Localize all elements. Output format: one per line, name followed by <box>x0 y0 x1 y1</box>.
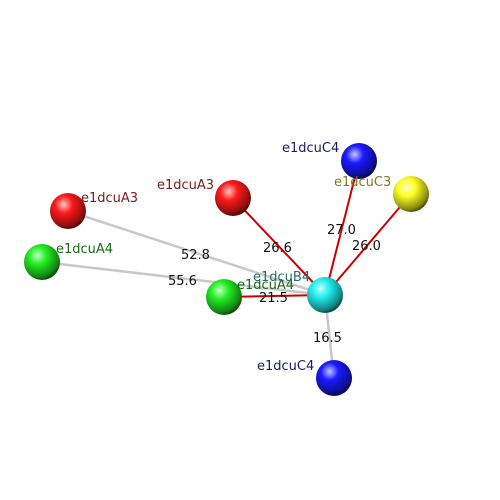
atom-label-a_yellow: e1dcuC3 <box>334 175 391 190</box>
bond-a_red_left-a_cyan <box>67 209 326 297</box>
atom-sphere-a_red_mid[interactable] <box>215 180 251 216</box>
atom-label-a_red_mid: e1dcuA3 <box>157 178 214 193</box>
distance-label-a_blue_top: 27.0 <box>327 223 356 238</box>
atom-sphere-a_green_left[interactable] <box>24 244 60 280</box>
distance-label-a_blue_bot: 16.5 <box>313 331 342 346</box>
labels-layer: e1dcuA3 e1dcuA3 e1dcuA4 e1dcuA4 e1dcuC4 e1dcu… <box>56 141 391 374</box>
bond-a_yellow-a_cyan <box>324 193 412 296</box>
bond-a_blue_top-a_cyan <box>324 160 360 296</box>
atoms-layer <box>24 143 429 396</box>
atom-sphere-a_yellow[interactable] <box>393 176 429 212</box>
atom-sphere-a_blue_top[interactable] <box>341 143 377 179</box>
atom-sphere-a_green_mid[interactable] <box>206 279 242 315</box>
distance-label-a_red_left: 52.8 <box>181 248 210 263</box>
atom-label-a_blue_top: e1dcuC4 <box>282 141 339 156</box>
distance-label-a_red_mid: 26.6 <box>263 241 292 256</box>
atom-label-a_cyan: e1dcuB4 <box>253 270 310 285</box>
bonds-layer <box>41 160 412 379</box>
atom-label-a_red_left: e1dcuA3 <box>81 191 138 206</box>
atom-label-a_green_left: e1dcuA4 <box>56 242 113 257</box>
atom-sphere-a_cyan[interactable] <box>307 277 343 313</box>
atom-label-a_green_mid: e1dcuA4 <box>237 278 294 293</box>
atom-sphere-a_blue_bot[interactable] <box>316 360 352 396</box>
bond-a_red_mid-a_cyan <box>232 197 326 296</box>
distance-label-a_green_mid: 21.5 <box>259 291 288 306</box>
distance-label-a_yellow: 26.0 <box>352 239 381 254</box>
atom-sphere-a_red_left[interactable] <box>50 193 86 229</box>
distance-label-a_green_left: 55.6 <box>168 274 197 289</box>
bond-a_green_left-a_cyan <box>41 260 326 297</box>
atom-label-a_blue_bot: e1dcuC4 <box>257 359 314 374</box>
